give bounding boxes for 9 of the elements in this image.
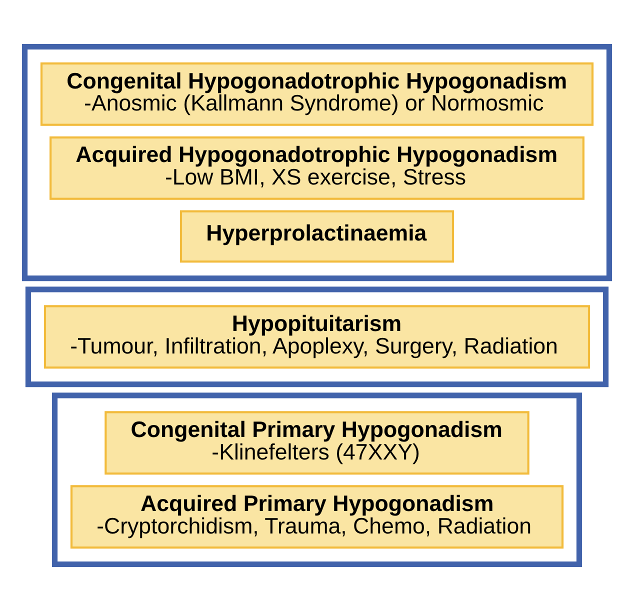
node-box: Congenital Primary Hypogonadism -Klinefelters (47XXY) [104,410,530,474]
cluster [22,43,612,281]
node-box: Acquired Hypogonadotrophic Hypogonadism -Low BMI, XS exercise, Stress [50,136,584,200]
node-box: Acquired Primary Hypogonadism -Cryptorchidism, Trauma, Chemo, Radiation [70,484,564,548]
node-box: Hyperprolactinaemia [180,210,454,262]
node-box: Hypopituitarism -Tumour, Infiltration, Apoplexy, Surgery, Radiation [44,304,590,368]
node-box: Congenital Hypogonadotrophic Hypogonadism -Anosmic (Kallmann Syndrome) or Normosmic [40,62,594,126]
cluster [52,392,582,567]
cluster [25,286,609,387]
